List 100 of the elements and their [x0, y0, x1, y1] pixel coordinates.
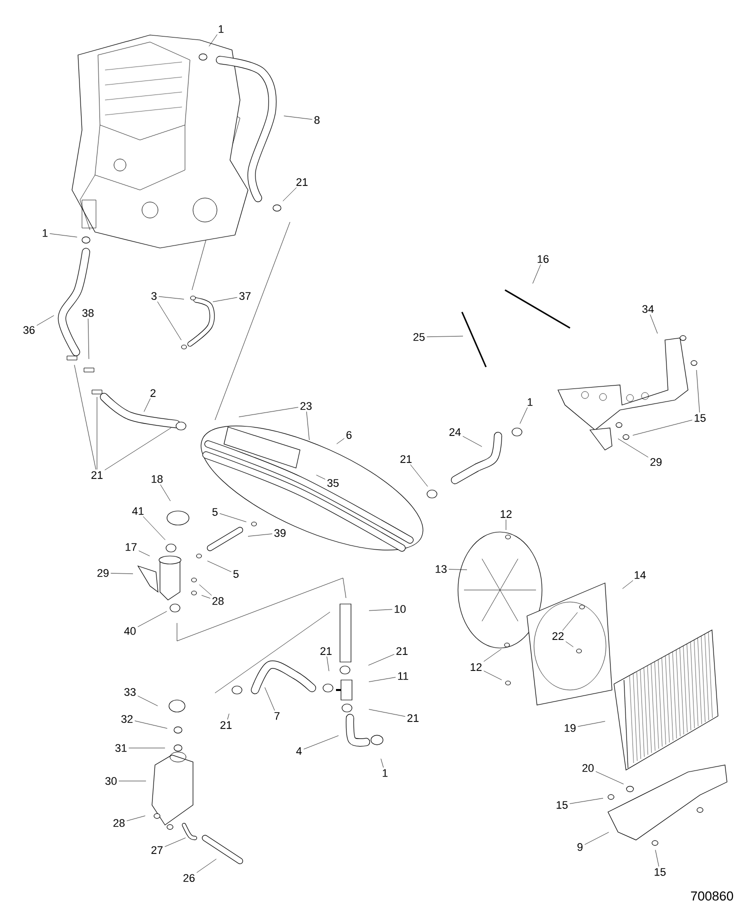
- leader-line: [622, 580, 634, 589]
- leader-line: [158, 296, 184, 300]
- leader-line: [208, 34, 218, 47]
- leader-line: [201, 595, 210, 598]
- leader-line: [368, 709, 406, 717]
- leader-line: [138, 611, 167, 628]
- leader-line: [199, 584, 212, 596]
- leader-line: [380, 758, 384, 768]
- callout-number: 9: [577, 843, 583, 851]
- callout-number: 41: [132, 507, 144, 515]
- leader-line: [520, 407, 528, 424]
- callout-number: 1: [42, 229, 48, 237]
- leader-line: [484, 648, 502, 662]
- leader-line: [50, 233, 78, 238]
- leader-line: [336, 438, 344, 444]
- callout-number: 12: [470, 663, 482, 671]
- callout-number: 29: [97, 569, 109, 577]
- callout-number: 15: [694, 414, 706, 422]
- leader-line: [316, 474, 326, 480]
- leader-line: [160, 484, 171, 502]
- callout-number: 33: [124, 688, 136, 696]
- leader-line: [304, 735, 339, 750]
- leader-line: [138, 696, 158, 706]
- leader-line: [134, 720, 168, 729]
- leader-line: [655, 850, 660, 867]
- callout-number: 32: [121, 715, 133, 723]
- leader-line: [632, 420, 692, 436]
- leader-line: [566, 641, 574, 648]
- leader-line: [284, 116, 312, 120]
- callout-number: 19: [564, 724, 576, 732]
- leader-line: [410, 464, 428, 487]
- callout-number: 38: [82, 309, 94, 317]
- leader-line: [282, 187, 297, 202]
- callout-number: 6: [346, 431, 352, 439]
- callout-number: 39: [274, 529, 286, 537]
- callout-number: 25: [413, 333, 425, 341]
- leader-line: [74, 364, 96, 470]
- callout-number: 2: [150, 389, 156, 397]
- leader-line: [126, 816, 146, 822]
- leader-line: [212, 297, 238, 302]
- leader-line: [118, 780, 146, 782]
- callout-number: 35: [327, 479, 339, 487]
- leader-line: [368, 677, 396, 682]
- leader-line: [264, 687, 275, 711]
- callout-number: 18: [152, 475, 163, 483]
- leader-line: [157, 301, 182, 340]
- leader-line: [96, 396, 98, 470]
- leader-line: [618, 438, 648, 458]
- leader-line: [426, 336, 464, 338]
- callout-number: 21: [400, 455, 412, 463]
- callout-number: 15: [654, 868, 666, 876]
- leader-line: [562, 612, 578, 631]
- leader-line: [138, 550, 150, 556]
- leader-line: [88, 318, 90, 360]
- leader-line: [207, 560, 232, 572]
- leader-line: [326, 656, 330, 672]
- leader-line: [306, 411, 310, 440]
- leader-line: [36, 315, 54, 326]
- leader-line: [584, 832, 609, 845]
- drawing-number: 700860: [691, 891, 734, 901]
- leader-line: [104, 428, 172, 470]
- callout-number: 28: [212, 597, 224, 605]
- callout-number: 21: [396, 647, 408, 655]
- callout-number: 15: [556, 801, 568, 809]
- leader-line: [164, 838, 186, 847]
- callout-number: 21: [320, 647, 332, 655]
- callout-number: 1: [218, 25, 224, 33]
- callout-number: 17: [126, 543, 137, 551]
- callout-number: 13: [436, 565, 447, 573]
- callout-number: 8: [314, 116, 320, 124]
- leader-line: [248, 534, 272, 536]
- callout-number: 1: [528, 398, 532, 406]
- callout-number: 24: [449, 428, 461, 436]
- callout-number: 16: [538, 255, 549, 263]
- leader-line: [578, 721, 606, 727]
- callout-number: 31: [115, 744, 127, 752]
- callout-number: 28: [113, 819, 125, 827]
- leader-line: [238, 407, 298, 418]
- leader-line: [142, 516, 166, 540]
- leader-line: [110, 573, 134, 574]
- leader-line: [462, 436, 482, 447]
- callout-number: 30: [105, 777, 117, 785]
- callout-number: 29: [650, 458, 662, 466]
- leader-line: [532, 264, 541, 284]
- callout-number: 5: [212, 508, 218, 516]
- callout-number: 20: [582, 764, 594, 772]
- callout-number: 10: [394, 605, 406, 613]
- leader-line: [227, 714, 230, 720]
- leader-line: [196, 858, 216, 873]
- leader-line: [596, 771, 624, 784]
- callout-number: 40: [124, 627, 136, 635]
- callout-number: 12: [500, 510, 512, 518]
- callout-number: 21: [220, 721, 232, 729]
- callout-number: 4: [296, 747, 302, 755]
- callout-number: 11: [398, 672, 408, 680]
- callout-number: 26: [183, 874, 195, 882]
- callout-number: 23: [300, 402, 312, 410]
- callout-number: 7: [274, 712, 280, 720]
- callout-number: 37: [239, 292, 251, 300]
- callout-number: 21: [407, 714, 419, 722]
